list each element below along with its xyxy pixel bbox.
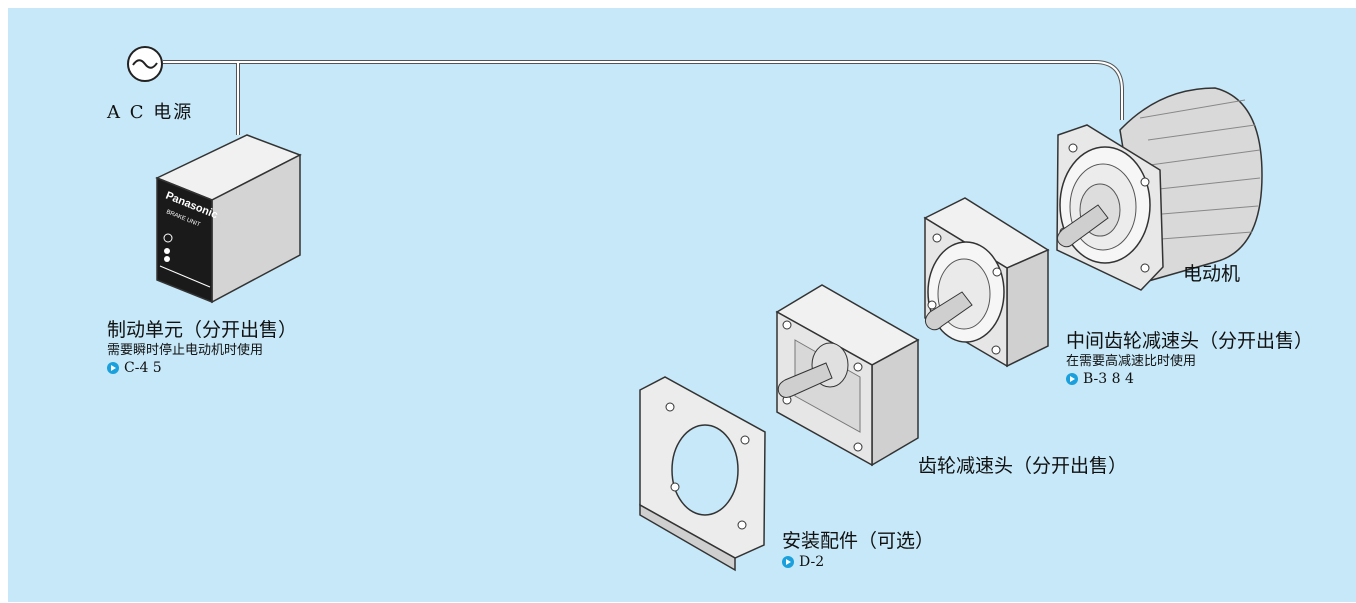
- motor-illustration: [1056, 87, 1263, 291]
- intermediate-gear-title: 中间齿轮减速头（分开出售）: [1066, 330, 1314, 352]
- intermediate-gear-head-illustration: [923, 197, 1050, 368]
- gear-head-illustration: [775, 284, 920, 467]
- power-cable: [163, 60, 1124, 135]
- arrow-right-icon: [107, 362, 119, 374]
- motor-title: 电动机: [1183, 263, 1241, 285]
- ac-source-label: A C 电源: [107, 102, 194, 123]
- brake-unit-title: 制动单元（分开出售）: [107, 319, 298, 341]
- gear-head-title: 齿轮减速头（分开出售）: [918, 455, 1128, 477]
- brake-unit-ref-link[interactable]: C-4 5: [107, 359, 297, 377]
- brake-unit-note: 需要瞬时停止电动机时使用: [107, 343, 264, 358]
- brake-unit-callout: 制动单元（分开出售） 需要瞬时停止电动机时使用 C-4 5: [107, 319, 297, 377]
- intermediate-gear-ref: B-3 8 4: [1083, 371, 1134, 387]
- mounting-bracket-ref: D-2: [799, 554, 825, 570]
- mounting-bracket-illustration: [639, 376, 766, 572]
- ac-source-icon: [127, 46, 163, 82]
- mounting-bracket-callout: 安装配件（可选） D-2: [782, 530, 934, 571]
- brake-unit-ref: C-4 5: [124, 360, 162, 376]
- arrow-right-icon: [1066, 373, 1078, 385]
- intermediate-gear-note: 在需要高减速比时使用: [1066, 354, 1197, 369]
- intermediate-gear-callout: 中间齿轮减速头（分开出售） 在需要高减速比时使用 B-3 8 4: [1066, 330, 1313, 388]
- intermediate-gear-ref-link[interactable]: B-3 8 4: [1066, 370, 1313, 388]
- mounting-bracket-title: 安装配件（可选）: [782, 530, 935, 552]
- arrow-right-icon: [782, 556, 794, 568]
- mounting-bracket-ref-link[interactable]: D-2: [782, 553, 934, 571]
- brake-unit-illustration: Panasonic BRAKE UNIT: [155, 134, 302, 304]
